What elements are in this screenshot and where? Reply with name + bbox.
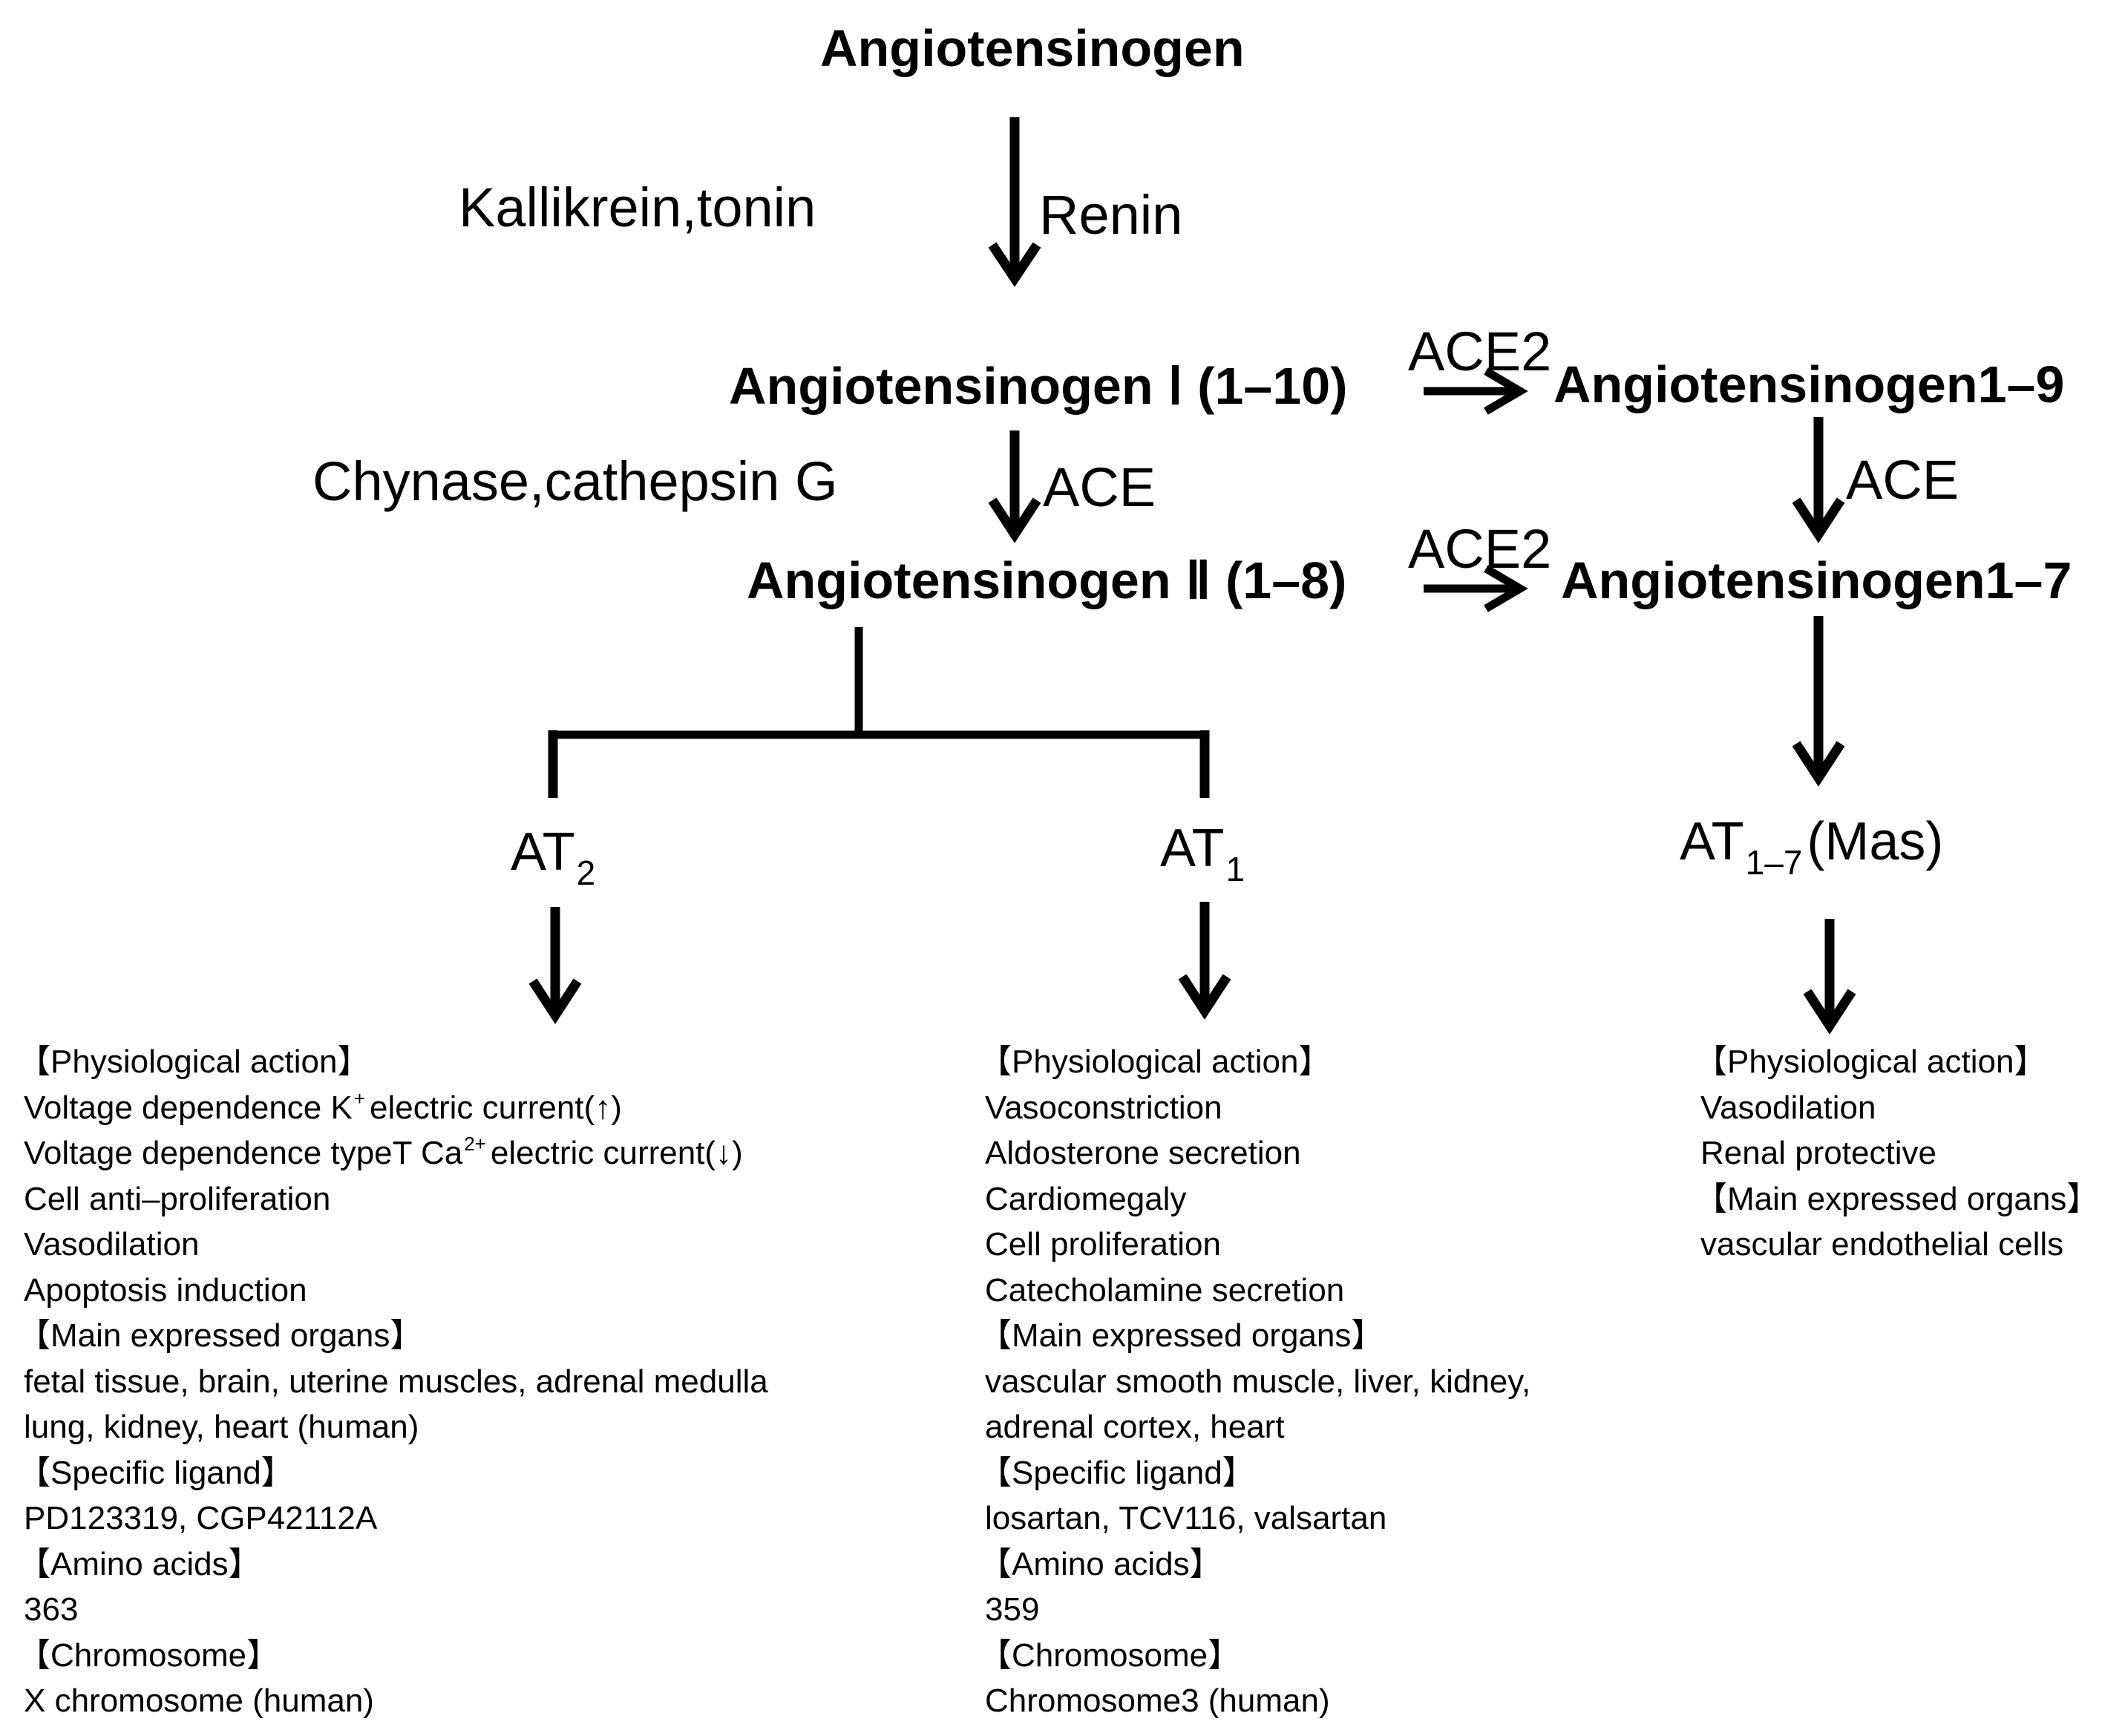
node-angiotensinogen-1-9: Angiotensinogen1–9 xyxy=(1553,356,2065,413)
arrow-ace2-top xyxy=(1424,367,1528,415)
receptor-mas-suffix: (Mas) xyxy=(1807,812,1944,871)
mas-organs-header: 【Main expressed organs】 xyxy=(1695,1180,2100,1217)
enzyme-ace2-top: ACE2 xyxy=(1408,321,1552,382)
receptor-mas-base: AT xyxy=(1680,812,1744,871)
arrow-mas-info xyxy=(1803,919,1856,1035)
at1-info: 【Physiological action】 Vasoconstriction … xyxy=(979,1039,1531,1724)
mas-action: Renal protective xyxy=(1700,1135,1936,1171)
at2-ca-current-text: Voltage dependence typeT Ca xyxy=(24,1135,463,1171)
branch-bracket xyxy=(548,627,1210,798)
at2-physiological-header: 【Physiological action】 xyxy=(18,1044,370,1080)
enzyme-ace-right: ACE xyxy=(1846,449,1959,511)
arrow-to-mas xyxy=(1792,616,1845,787)
at2-k-current-suffix: electric current(↑) xyxy=(370,1089,622,1126)
at2-ca-superscript: 2+ xyxy=(464,1133,486,1155)
arrow-ace2-bottom xyxy=(1424,565,1528,612)
at1-physiological-header: 【Physiological action】 xyxy=(979,1044,1332,1080)
at1-action: Cell proliferation xyxy=(985,1226,1221,1262)
at1-organs-header: 【Main expressed organs】 xyxy=(979,1317,1384,1354)
at2-k-superscript: + xyxy=(353,1087,366,1110)
at2-k-current: Voltage dependence K+electric current(↑) xyxy=(24,1085,768,1131)
at1-ligand: losartan, TCV116, valsartan xyxy=(985,1500,1387,1536)
at1-chromosome-header: 【Chromosome】 xyxy=(979,1637,1241,1674)
receptor-at2-base: AT xyxy=(511,822,575,882)
mas-organ-line: vascular endothelial cells xyxy=(1700,1226,2064,1262)
receptor-mas: AT1–7(Mas) xyxy=(1680,812,1944,880)
at1-organ-line: adrenal cortex, heart xyxy=(985,1409,1285,1445)
node-angiotensinogen-1-7: Angiotensinogen1–7 xyxy=(1561,551,2072,609)
enzyme-renin: Renin xyxy=(1039,184,1183,246)
at1-amino-header: 【Amino acids】 xyxy=(979,1545,1222,1582)
at2-chromosome-header: 【Chromosome】 xyxy=(18,1637,280,1674)
node-angiotensinogen: Angiotensinogen xyxy=(820,19,1245,77)
at2-action: Apoptosis induction xyxy=(24,1271,307,1308)
arrow-at2-info xyxy=(528,907,582,1024)
receptor-at1: AT1 xyxy=(1160,819,1245,886)
node-angiotensinogen-1: Angiotensinogen Ⅰ (1–10) xyxy=(729,357,1348,415)
at2-ligand: PD123319, CGP42112A xyxy=(24,1500,378,1536)
enzyme-chymase-cathepsin: Chynase,cathepsin G xyxy=(312,451,838,512)
at1-organ-line: vascular smooth muscle, liver, kidney, xyxy=(985,1363,1531,1400)
at2-ca-current-suffix: electric current(↓) xyxy=(490,1135,743,1171)
at2-ligand-header: 【Specific ligand】 xyxy=(18,1454,294,1491)
mas-physiological-header: 【Physiological action】 xyxy=(1695,1044,2047,1080)
at2-amino: 363 xyxy=(24,1591,79,1628)
at2-organ-line: lung, kidney, heart (human) xyxy=(24,1409,419,1445)
receptor-mas-sub: 1–7 xyxy=(1745,843,1803,882)
enzyme-kallikrein-tonin: Kallikrein,tonin xyxy=(459,177,816,238)
at2-info: 【Physiological action】 Voltage dependenc… xyxy=(18,1039,768,1724)
at1-action: Vasoconstriction xyxy=(985,1089,1222,1126)
mas-action: Vasodilation xyxy=(1700,1089,1876,1126)
arrow-at1-info xyxy=(1178,902,1231,1020)
arrow-ace-left xyxy=(988,430,1041,543)
receptor-at1-base: AT xyxy=(1160,819,1225,878)
at2-organ-line: fetal tissue, brain, uterine muscles, ad… xyxy=(24,1363,768,1400)
at2-chromosome: X chromosome (human) xyxy=(24,1683,374,1719)
at2-ca-current: Voltage dependence typeT Ca2+electric cu… xyxy=(24,1130,768,1176)
at1-action: Catecholamine secretion xyxy=(985,1271,1345,1308)
receptor-at2: AT2 xyxy=(511,822,595,890)
arrow-renin xyxy=(988,117,1041,287)
at1-action: Aldosterone secretion xyxy=(985,1135,1301,1171)
at1-chromosome: Chromosome3 (human) xyxy=(985,1683,1330,1719)
mas-info: 【Physiological action】 Vasodilation Rena… xyxy=(1695,1039,2099,1268)
arrow-ace-right xyxy=(1792,417,1845,543)
node-angiotensinogen-2: Angiotensinogen Ⅱ (1–8) xyxy=(747,551,1347,609)
at2-action: Vasodilation xyxy=(24,1226,200,1262)
at1-ligand-header: 【Specific ligand】 xyxy=(979,1454,1255,1491)
at2-action: Cell anti–proliferation xyxy=(24,1180,331,1217)
at2-organs-header: 【Main expressed organs】 xyxy=(18,1317,423,1354)
enzyme-ace2-bottom: ACE2 xyxy=(1408,518,1552,580)
at1-action: Cardiomegaly xyxy=(985,1180,1187,1217)
at2-amino-header: 【Amino acids】 xyxy=(18,1545,261,1582)
receptor-at2-sub: 2 xyxy=(576,854,596,892)
at1-amino: 359 xyxy=(985,1591,1040,1628)
at2-k-current-text: Voltage dependence K xyxy=(24,1089,353,1126)
enzyme-ace-left: ACE xyxy=(1043,456,1156,518)
receptor-at1-sub: 1 xyxy=(1225,850,1245,888)
